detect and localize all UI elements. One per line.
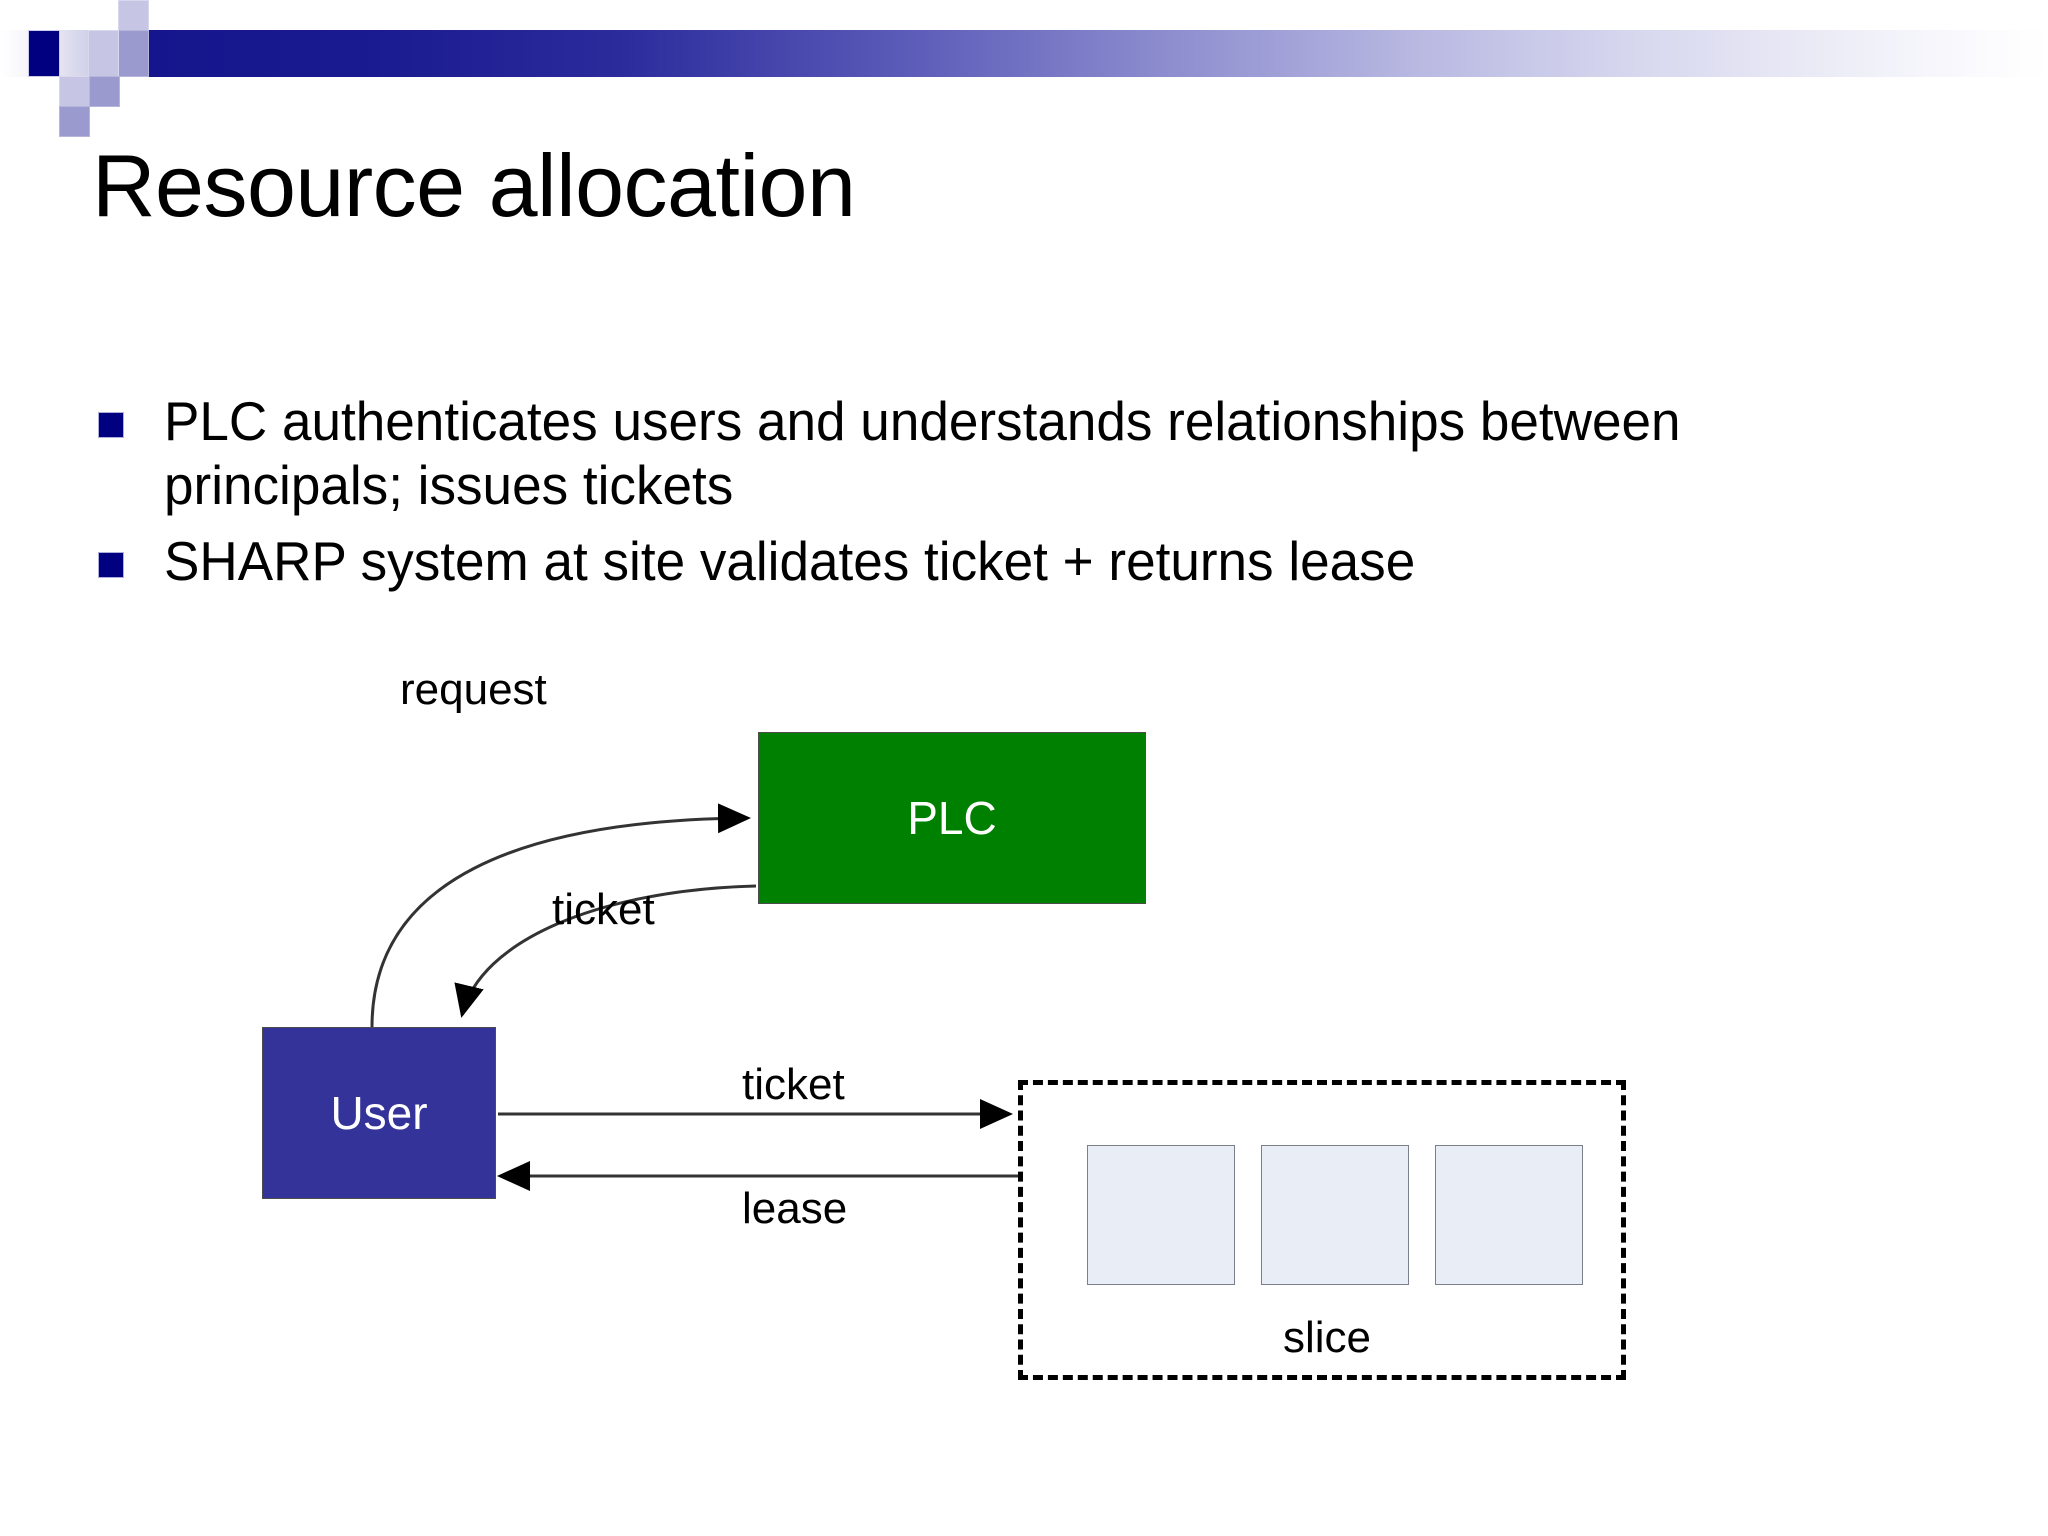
node-plc-label: PLC	[907, 792, 997, 844]
node-slice-label: slice	[1282, 1313, 1372, 1362]
page-title: Resource allocation	[92, 136, 856, 235]
decor-square-lite-1	[118, 0, 149, 31]
bullet-list: PLC authenticates users and understands …	[92, 390, 1972, 605]
diagram-connectors	[370, 803, 1022, 1191]
edge-ticket-down	[454, 884, 757, 1018]
decor-square-mid-1	[118, 30, 149, 77]
slice-resource-box-2	[1261, 1145, 1409, 1285]
edge-label-lease: lease	[742, 1184, 848, 1233]
slice-resource-box-1	[1087, 1145, 1235, 1285]
bullet-marker-icon	[98, 551, 124, 578]
edge-request	[370, 803, 751, 1028]
node-slice[interactable]: slice	[1018, 1080, 1626, 1380]
edge-label-request: request	[400, 665, 547, 714]
decor-square-mid-3	[59, 106, 90, 137]
bullet-text: PLC authenticates users and understands …	[164, 390, 1681, 516]
decor-square-lite-2	[88, 30, 119, 77]
header-gradient-bar	[0, 30, 2048, 77]
node-plc[interactable]: PLC	[758, 732, 1146, 904]
decor-square-navy	[28, 30, 60, 77]
edge-label-ticket-down: ticket	[552, 885, 655, 934]
node-user[interactable]: User	[262, 1027, 496, 1199]
bullet-text: SHARP system at site validates ticket + …	[164, 529, 1416, 592]
list-item: PLC authenticates users and understands …	[92, 390, 1972, 518]
bullet-marker-icon	[98, 412, 124, 438]
node-user-label: User	[330, 1087, 428, 1139]
list-item: SHARP system at site validates ticket + …	[92, 530, 1972, 594]
decor-square-lite-3	[59, 76, 90, 107]
decor-square-mid-2	[89, 76, 120, 107]
edge-label-ticket-right: ticket	[742, 1060, 845, 1109]
architecture-diagram: PLC User slice request ticket ticket lea…	[0, 665, 2048, 1450]
slice-resource-box-3	[1435, 1145, 1583, 1285]
